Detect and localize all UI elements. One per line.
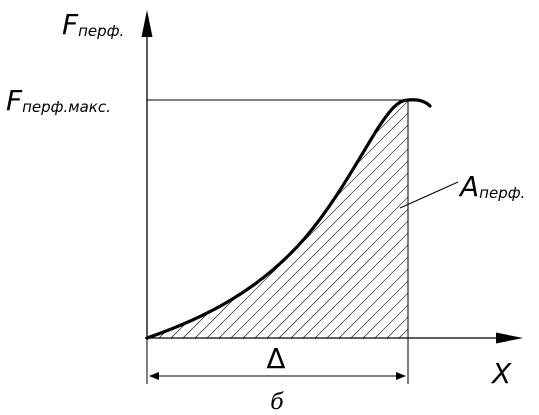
area-leader-line [399,181,459,209]
max-force-label: Fперф.макс. [6,84,111,117]
figure-caption: б [270,390,284,415]
x-axis-arrowhead [496,332,523,344]
y-axis-arrowhead [141,10,153,37]
delta-label: Δ [266,342,285,375]
y-axis-label: Fперф. [62,8,124,41]
area-label: Aперф. [458,170,525,203]
work-area-hatching [147,100,408,338]
force-curve [145,98,432,340]
x-axis-label: X [490,357,512,390]
